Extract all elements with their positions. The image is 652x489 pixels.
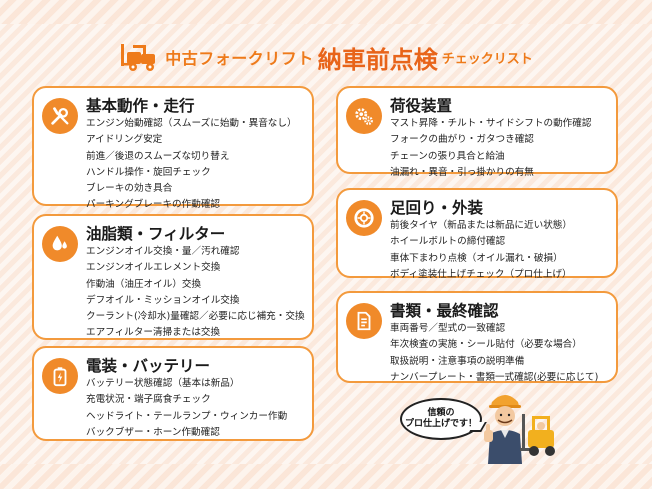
checklist-item: 車両番号／型式の一致確認 [390,323,506,334]
checklist-item: ボディ塗装仕上げチェック（プロ仕上げ） [390,268,572,280]
bubble-text-line1: 信頼の [427,408,455,418]
gears-icon [346,98,382,134]
checklist-item: チェーンの張り具合と給油 [390,150,505,162]
title-suffix: チェックリスト [441,51,533,67]
section-title: 荷役装置 [390,97,453,115]
section-basic-operation: 基本動作・走行 エンジン始動確認（スムーズに始動・異音なし） アイドリング安定 … [32,86,314,210]
checklist-item: 充電状況・端子腐食チェック [86,394,211,406]
checklist-item: バッテリー状態確認（基本は新品） [86,378,240,389]
battery-icon [42,358,78,394]
checklist-item: クーラント(冷却水)量確認／必要に応じ補充・交換 [86,311,305,323]
checklist-item: アイドリング安定 [86,134,163,146]
checklist-item: パーキングブレーキの作動確認 [86,199,221,211]
checklist: マスト昇降・チルト・サイドシフトの動作確認 フォークの曲がり・ガタつき確認 チェ… [390,116,591,181]
checklist: エンジンオイル交換・量／汚れ確認 エンジンオイルエレメント交換 作動油（油圧オイ… [86,244,305,342]
page-header: 中古フォークリフト 納車前点検 チェックリスト [82,38,570,76]
section-chassis-exterior: 足回り・外装 前後タイヤ（新品または新品に近い状態） ホイールボルトの締付確認 … [336,188,618,280]
document-icon [346,303,382,339]
checklist-item: 年次検査の実施・シール貼付（必要な場合） [390,339,582,351]
tire-icon [346,200,382,236]
checklist-item: 前進／後退のスムーズな切り替え [86,150,230,162]
mascot-area: 信頼の プロ仕上げです！ [400,388,560,464]
checklist-item: ホイールボルトの締付確認 [390,236,506,248]
page-title: 納車前点検 [317,45,438,74]
checklist-item: フォークの曲がり・ガタつき確認 [390,134,534,146]
wrench-screwdriver-icon [42,98,78,134]
bubble-text-line2: プロ仕上げです！ [404,419,477,429]
checklist-item: 油漏れ・異音・引っ掛かりの有無 [390,166,534,178]
section-title: 基本動作・走行 [86,97,195,115]
checklist: 車両番号／型式の一致確認 年次検査の実施・シール貼付（必要な場合） 取扱説明・注… [390,321,598,386]
checklist-item: マスト昇降・チルト・サイドシフトの動作確認 [390,118,592,129]
oil-drop-icon [42,226,78,262]
speech-bubble: 信頼の プロ仕上げです！ [400,398,482,440]
forklift-icon [121,44,156,71]
checklist-item: デフオイル・ミッションオイル交換 [86,294,240,306]
checklist-item: エンジン始動確認（スムーズに始動・異音なし） [86,118,297,129]
checklist-item: ヘッドライト・テールランプ・ウィンカー作動 [86,410,288,422]
checklist-item: 作動油（油圧オイル）交換 [86,278,202,290]
checklist-item: エンジンオイルエレメント交換 [86,262,221,274]
section-title: 書類・最終確認 [390,302,499,320]
section-title: 足回り・外装 [390,199,484,217]
section-electrical-battery: 電装・バッテリー バッテリー状態確認（基本は新品） 充電状況・端子腐食チェック … [32,346,314,441]
checklist-item: 取扱説明・注意事項の説明準備 [390,355,525,367]
checklist-item: 前後タイヤ（新品または新品に近い状態） [390,220,572,231]
checklist-item: 車体下まわり点検（オイル漏れ・破損） [390,252,563,264]
checklist-item: バックブザー・ホーン作動確認 [86,426,220,438]
checklist-item: ハンドル操作・旋回チェック [86,166,211,178]
forklift-icon [520,414,555,456]
section-documents-final-check: 書類・最終確認 車両番号／型式の一致確認 年次検査の実施・シール貼付（必要な場合… [336,291,618,383]
checklist-item: ナンバープレート・書類一式確認(必要に応じて) [390,371,599,383]
section-cargo-handling: 荷役装置 マスト昇降・チルト・サイドシフトの動作確認 フォークの曲がり・ガタつき… [336,86,618,178]
title-prefix: 中古フォークリフト [165,49,314,68]
checklist: 前後タイヤ（新品または新品に近い状態） ホイールボルトの締付確認 車体下まわり点… [390,218,572,283]
checklist: バッテリー状態確認（基本は新品） 充電状況・端子腐食チェック ヘッドライト・テー… [86,376,287,441]
section-fluids-filters: 油脂類・フィルター エンジンオイル交換・量／汚れ確認 エンジンオイルエレメント交… [32,214,314,340]
checklist-item: エンジンオイル交換・量／汚れ確認 [86,246,240,257]
checklist-item: ブレーキの効き具合 [86,183,173,195]
section-title: 電装・バッテリー [86,357,211,375]
mechanic-thumbs-up-icon [484,395,522,464]
checklist-item: エアフィルター清掃または交換 [86,327,221,339]
checklist: エンジン始動確認（スムーズに始動・異音なし） アイドリング安定 前進／後退のスム… [86,116,297,214]
section-title: 油脂類・フィルター [86,225,226,243]
